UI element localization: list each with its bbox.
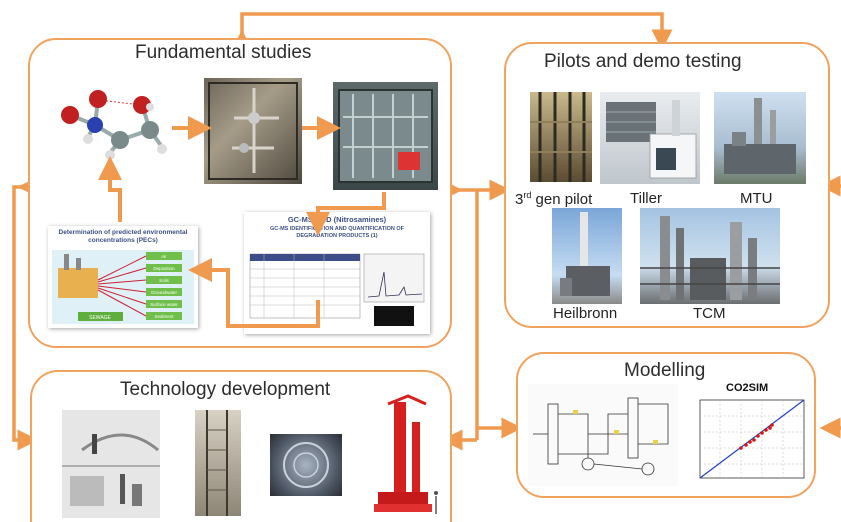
- tcm-photo: [640, 208, 780, 304]
- pec-node-sediment: Sediment: [154, 314, 174, 319]
- modelling-title: Modelling: [624, 360, 706, 381]
- gcms-subtitle: GC-MS IDENTIFICATION AND QUANTIFICATION …: [269, 226, 405, 239]
- pec-node-soils: Soils: [159, 278, 170, 283]
- mtu-label: MTU: [740, 190, 773, 207]
- molecule-image: [50, 85, 175, 165]
- heilbronn-label: Heilbronn: [553, 305, 618, 322]
- third-gen-pilot-label: 3rd gen pilot: [515, 190, 593, 208]
- left-side-arrow: [12, 176, 39, 451]
- heilbronn-photo: [552, 208, 622, 304]
- packing-photo: [270, 434, 342, 496]
- gcms-document: GC-MS-NCD (Nitrosamines) GC-MS IDENTIFIC…: [244, 212, 430, 334]
- pilots-title: Pilots and demo testing: [544, 51, 742, 72]
- top-loop-arrow: [231, 12, 673, 51]
- lab-rig-photo: [204, 78, 302, 184]
- gcms-title: GC-MS-NCD (Nitrosamines): [287, 215, 387, 224]
- pec-node-sewage: SEWAGE: [89, 315, 111, 321]
- plant-3d-model-image: [62, 410, 160, 518]
- mtu-photo: [714, 92, 806, 184]
- pec-node-deposition: Deposition: [153, 266, 175, 271]
- tiller-label: Tiller: [630, 190, 662, 207]
- column-photo: [195, 410, 241, 516]
- absorber-drawing: [368, 392, 444, 518]
- fundamental-studies-title: Fundamental studies: [135, 42, 312, 63]
- tiller-photo: [600, 92, 700, 184]
- co2sim-title: CO2SIM: [726, 382, 769, 394]
- pec-node-air: Air: [161, 254, 167, 259]
- third-gen-pilot-photo: [530, 92, 592, 182]
- pec-document: Determination of predicted environmental…: [48, 226, 198, 328]
- technology-title: Technology development: [120, 379, 331, 400]
- co2sim-chart: CO2SIM: [686, 382, 810, 488]
- pec-node-groundwater: Groundwater: [151, 290, 178, 295]
- process-flowsheet-image: [528, 384, 678, 486]
- tcm-label: TCM: [693, 305, 726, 322]
- pec-title: Determination of predicted environmental…: [58, 229, 188, 244]
- pec-node-surface-water: Surface water: [150, 302, 178, 307]
- instrument-photo: [333, 82, 438, 190]
